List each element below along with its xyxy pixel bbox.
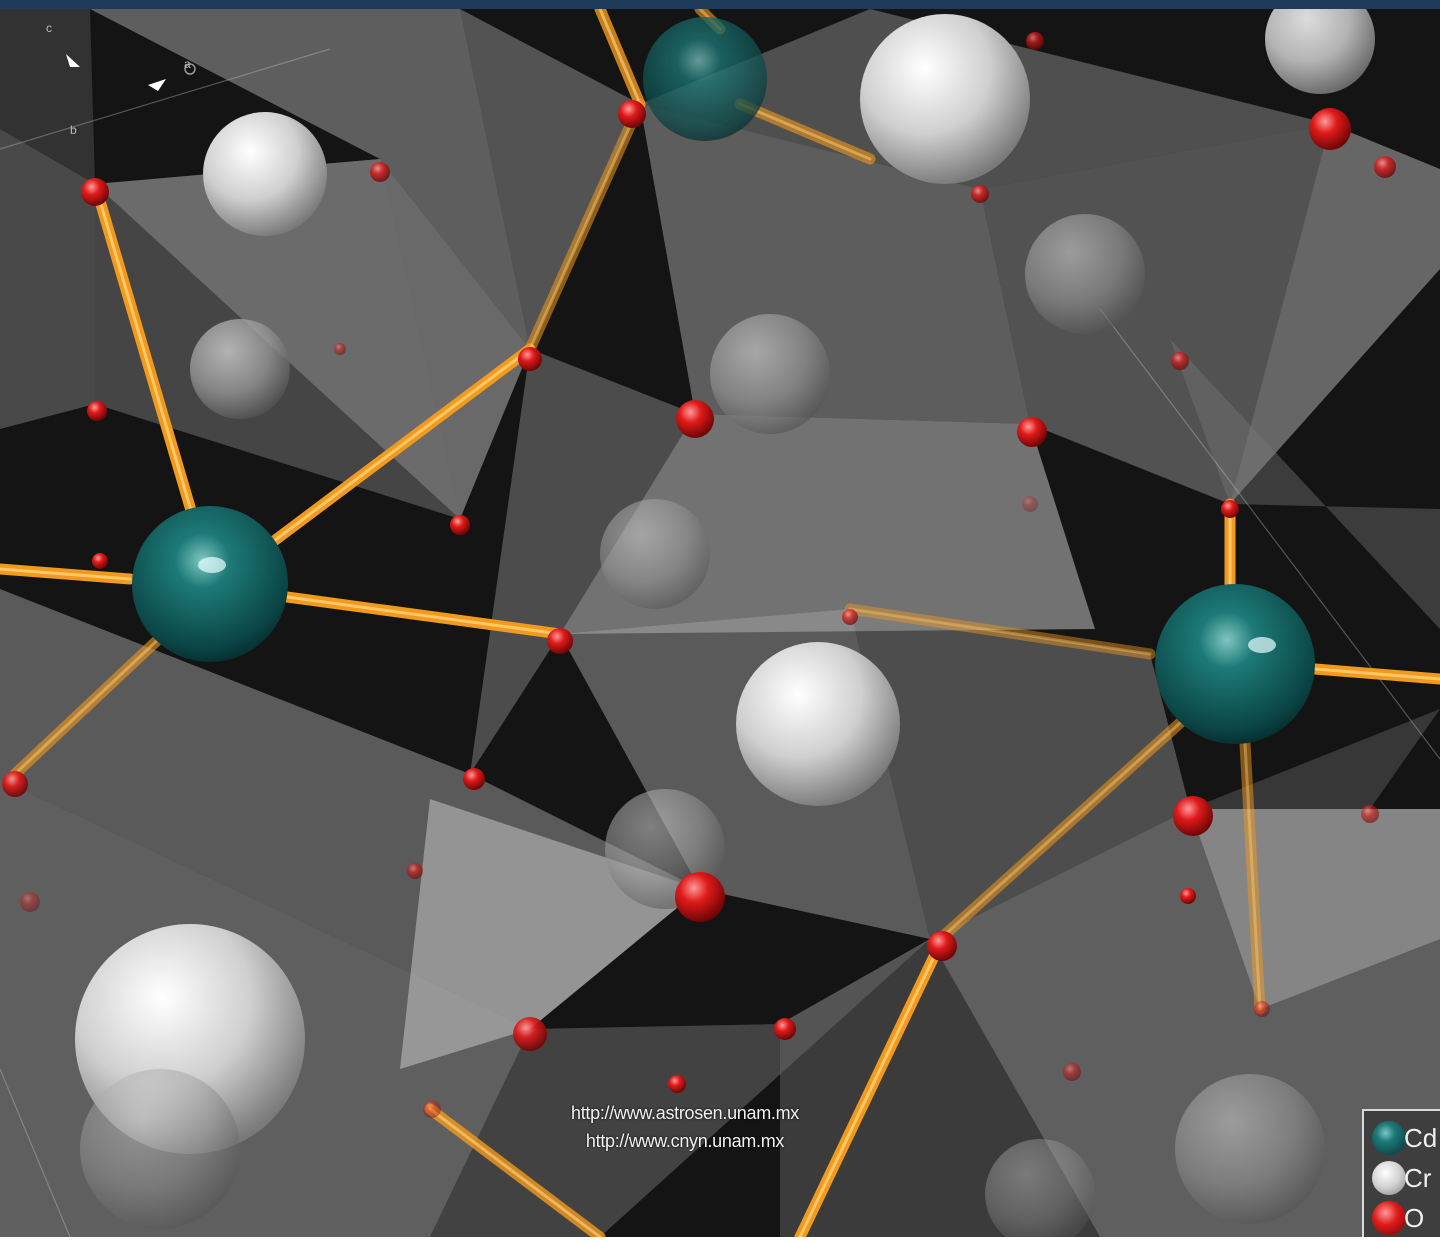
cr-swatch-icon — [1372, 1161, 1406, 1195]
o-atom — [1221, 500, 1239, 518]
o-atom — [1374, 156, 1396, 178]
o-atom — [370, 162, 390, 182]
bond — [844, 603, 1156, 660]
bond-highlight — [848, 607, 1152, 656]
o-atom — [1173, 796, 1213, 836]
cr-atom — [710, 314, 830, 434]
o-atom — [547, 628, 573, 654]
bond-highlight — [528, 102, 642, 351]
cr-atom — [1175, 1074, 1325, 1224]
bond-highlight — [938, 712, 1192, 941]
bond-highlight — [428, 1107, 602, 1237]
cr-atom — [80, 1069, 240, 1229]
atom-legend: Cd Cr O — [1362, 1109, 1440, 1237]
cr-atom — [1025, 214, 1145, 334]
bond — [734, 98, 876, 165]
cr-atom — [203, 112, 327, 236]
o-atom — [334, 343, 346, 355]
cd-highlight — [198, 557, 226, 573]
cd-atom — [132, 506, 288, 662]
legend-label-o: O — [1404, 1203, 1425, 1233]
bond-highlight — [1313, 667, 1440, 681]
watermark-urls: http://www.astrosen.unam.mx http://www.c… — [560, 1099, 810, 1155]
cr-atom — [860, 14, 1030, 184]
bond-highlight — [93, 182, 197, 526]
axis-triad — [66, 54, 196, 91]
o-atom — [675, 872, 725, 922]
bond-highlight — [798, 942, 942, 1237]
o-atom — [81, 178, 109, 206]
bond-highlight — [738, 102, 872, 161]
axis-label-a: a — [184, 57, 191, 71]
bond — [1239, 738, 1266, 1015]
o-atom — [1171, 352, 1189, 370]
bond-highlight — [268, 347, 532, 546]
watermark-url-cnyn: http://www.cnyn.unam.mx — [585, 1131, 785, 1151]
o-atom — [463, 768, 485, 790]
bond — [9, 613, 186, 780]
o-atom — [513, 1017, 547, 1051]
legend-label-cr: Cr — [1404, 1163, 1432, 1193]
cd-highlight — [1248, 637, 1276, 653]
o-atom — [618, 100, 646, 128]
cd-atom — [643, 17, 767, 141]
axis-label-c: c — [46, 21, 52, 35]
o-atom — [1017, 417, 1047, 447]
o-atom — [450, 515, 470, 535]
o-atom — [1361, 805, 1379, 823]
o-atom — [668, 1075, 686, 1093]
watermark-url-astrosen: http://www.astrosen.unam.mx — [571, 1103, 799, 1123]
top-border — [0, 0, 1440, 9]
bond-highlight — [13, 617, 182, 776]
unit-cell-lines — [0, 48, 1440, 1237]
legend-item-cd: Cd — [1372, 1119, 1440, 1155]
legend-item-o: O — [1372, 1199, 1440, 1235]
o-atom — [2, 771, 28, 797]
o-atom — [20, 892, 40, 912]
atom-layer — [2, 9, 1396, 1237]
o-atom — [92, 553, 108, 569]
o-atom — [407, 863, 423, 879]
o-atom — [423, 1100, 441, 1118]
o-atom — [1022, 496, 1038, 512]
o-atom — [518, 347, 542, 371]
bond-highlight — [0, 567, 132, 581]
legend-item-cr: Cr — [1372, 1159, 1440, 1195]
o-atom — [87, 401, 107, 421]
bond-highlight — [598, 9, 642, 106]
bond-highlight — [1243, 742, 1262, 1011]
o-atom — [1254, 1001, 1270, 1017]
cr-atom — [736, 642, 900, 806]
o-atom — [1180, 888, 1196, 904]
o-swatch-icon — [1372, 1201, 1406, 1235]
o-atom — [1063, 1063, 1081, 1081]
legend-label-cd: Cd — [1404, 1123, 1438, 1153]
crystal-structure-view: c a b http://www.astrosen.unam.mx http:/… — [0, 9, 1440, 1237]
o-atom — [1026, 32, 1044, 50]
o-atom — [676, 400, 714, 438]
bond — [934, 708, 1196, 945]
cr-atom — [190, 319, 290, 419]
cr-atom — [600, 499, 710, 609]
cr-atom — [1265, 9, 1375, 94]
cr-atom — [985, 1139, 1095, 1237]
cd-swatch-icon — [1372, 1121, 1406, 1155]
cd-atom — [1155, 584, 1315, 744]
o-atom — [774, 1018, 796, 1040]
o-atom — [927, 931, 957, 961]
axis-label-b: b — [70, 123, 77, 137]
bond — [524, 98, 646, 355]
o-atom — [971, 185, 989, 203]
crystal-structure-render — [0, 9, 1440, 1237]
o-atom — [842, 609, 858, 625]
bond-highlight — [263, 592, 562, 636]
o-atom — [1309, 108, 1351, 150]
bond-layer — [0, 9, 1440, 1237]
